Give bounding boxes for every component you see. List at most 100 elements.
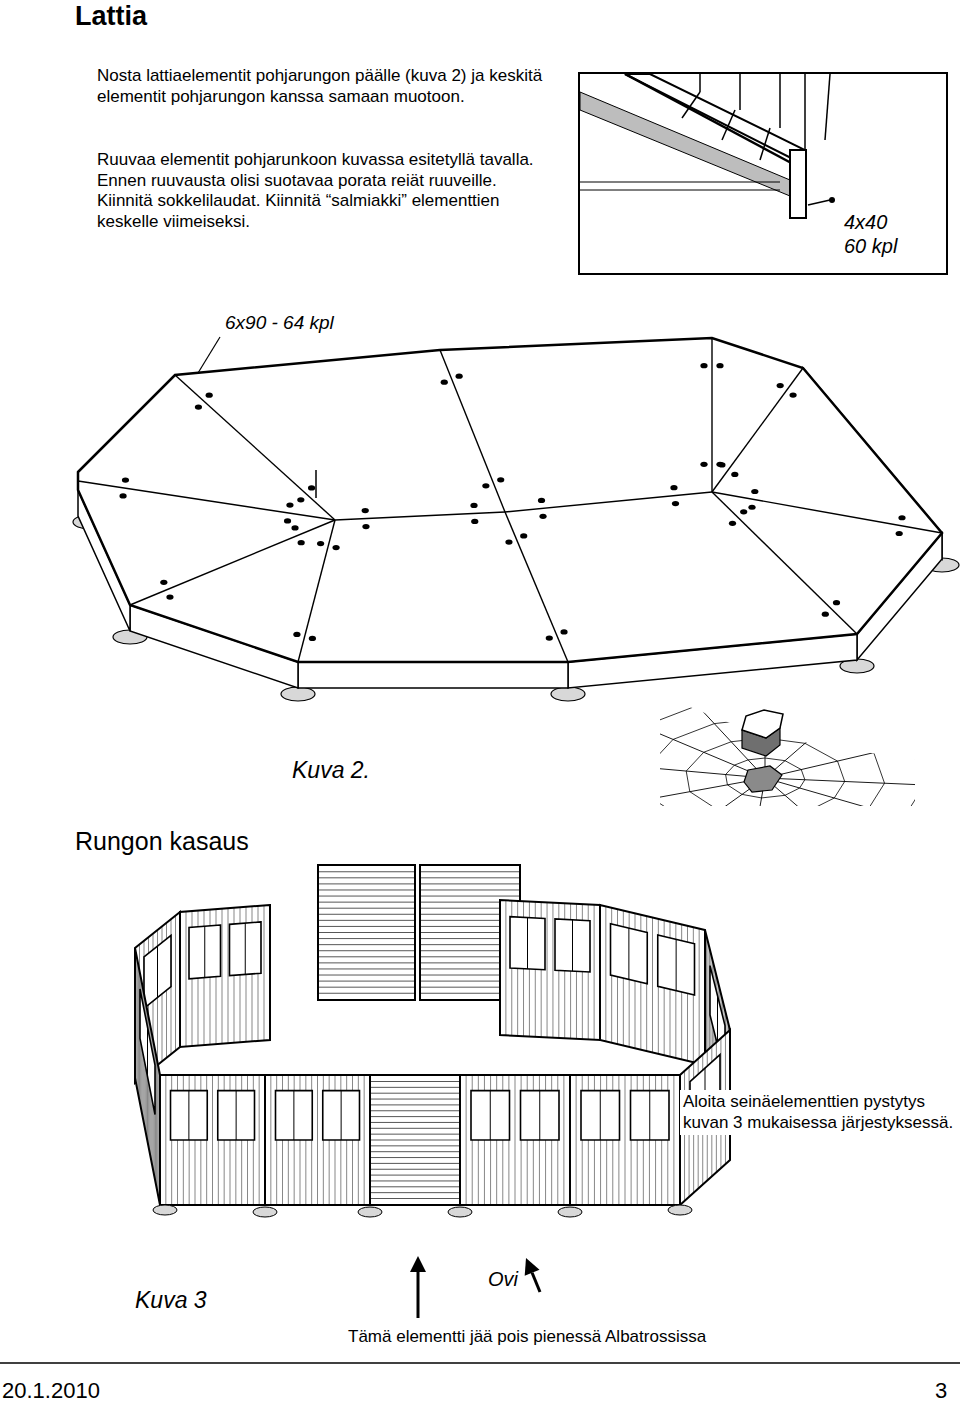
foot bbox=[551, 687, 585, 701]
louver-slat bbox=[318, 920, 415, 921]
foot bbox=[153, 1205, 177, 1215]
board-edge bbox=[739, 74, 741, 110]
louver-slat bbox=[318, 914, 415, 915]
text-label: Ruuvaa elementit pohjarunkoon kuvassa es… bbox=[97, 150, 547, 233]
ground-strip bbox=[580, 92, 790, 196]
screw-detail bbox=[580, 74, 835, 218]
louver-slat bbox=[370, 1180, 460, 1181]
louver-slat bbox=[370, 1175, 460, 1176]
board-stripe bbox=[157, 1063, 158, 1193]
board-stripe bbox=[625, 1075, 626, 1205]
window bbox=[631, 1091, 670, 1140]
louver-slat bbox=[318, 932, 415, 933]
wall-outline bbox=[570, 1075, 680, 1205]
wall-outline bbox=[318, 865, 415, 1000]
louver-slat bbox=[318, 981, 415, 982]
center-piece-detail bbox=[548, 668, 960, 888]
foot bbox=[281, 687, 315, 701]
detail-inset-box: 4x40 60 kpl bbox=[578, 72, 948, 275]
wall-outline bbox=[180, 905, 270, 1047]
window-bar bbox=[572, 920, 573, 971]
wall-outline bbox=[135, 948, 160, 1205]
board-stripe bbox=[270, 1075, 271, 1205]
window bbox=[171, 1091, 208, 1140]
window-bar bbox=[188, 1091, 189, 1140]
web-ray bbox=[558, 778, 765, 816]
text-label: Kuva 3 bbox=[135, 1286, 207, 1314]
screw-dot bbox=[291, 525, 298, 530]
louver-slat bbox=[318, 926, 415, 927]
screw-dot bbox=[777, 383, 784, 388]
louver-slat bbox=[370, 1122, 460, 1123]
screw-dot bbox=[672, 501, 679, 506]
screw-dot bbox=[729, 521, 736, 526]
screw-dot bbox=[284, 518, 291, 523]
board-stripe bbox=[576, 1075, 577, 1205]
louver-slat bbox=[318, 993, 415, 994]
window bbox=[218, 1091, 255, 1140]
wall-element bbox=[600, 905, 705, 1065]
wall-outline bbox=[500, 900, 600, 1040]
wall-element bbox=[570, 1075, 680, 1205]
board-edge bbox=[779, 74, 781, 128]
floor-top bbox=[78, 338, 942, 662]
text-label: Ovi bbox=[488, 1267, 518, 1291]
screw-dot bbox=[293, 632, 300, 637]
wall-element bbox=[180, 905, 270, 1047]
screw-dot bbox=[670, 485, 677, 490]
screw-dot bbox=[539, 514, 546, 519]
window bbox=[276, 1091, 313, 1140]
window bbox=[323, 1091, 360, 1140]
louver-slat bbox=[370, 1110, 460, 1111]
board-stripe bbox=[505, 900, 506, 1035]
screw-dot bbox=[122, 478, 129, 483]
screw bbox=[808, 200, 830, 205]
louver-slat bbox=[318, 902, 415, 903]
foot bbox=[448, 1207, 472, 1217]
louver-slat bbox=[370, 1104, 460, 1105]
web-ray bbox=[765, 778, 956, 833]
board-stripe bbox=[706, 936, 707, 1066]
screw-dot bbox=[456, 374, 463, 379]
louver-slat bbox=[370, 1093, 460, 1094]
board-stripe bbox=[222, 909, 223, 1044]
screw-dot bbox=[482, 483, 489, 488]
web-ray bbox=[639, 778, 765, 868]
foot bbox=[253, 1207, 277, 1217]
window-bar bbox=[628, 928, 629, 979]
board-stripe bbox=[186, 912, 187, 1047]
window-bar bbox=[539, 1091, 540, 1140]
frame-edge bbox=[580, 190, 780, 191]
element-seam bbox=[440, 350, 505, 512]
window bbox=[471, 1091, 510, 1140]
wall-face bbox=[160, 1075, 265, 1205]
window-bar bbox=[527, 918, 528, 969]
screw-dot bbox=[195, 404, 202, 409]
wall-face bbox=[318, 865, 415, 1000]
element-seam bbox=[712, 492, 942, 533]
salmiakki-piece bbox=[742, 710, 783, 756]
louver-slat bbox=[370, 1198, 460, 1199]
board-edge bbox=[722, 110, 735, 140]
window-bar bbox=[204, 926, 205, 977]
pointer-arrow bbox=[417, 1272, 420, 1318]
louver-slat bbox=[318, 877, 415, 878]
louver-slat bbox=[318, 956, 415, 957]
screw-dot bbox=[362, 508, 369, 513]
louver-slat bbox=[370, 1134, 460, 1135]
element-seam bbox=[712, 492, 857, 634]
wall-face bbox=[460, 1075, 570, 1205]
window-bar bbox=[157, 946, 158, 997]
louver-slat bbox=[318, 871, 415, 872]
beam-edge bbox=[625, 74, 795, 165]
base-side bbox=[298, 662, 568, 688]
screw-dot bbox=[332, 545, 339, 550]
window-bar bbox=[147, 1027, 148, 1076]
wall-outline bbox=[460, 1075, 570, 1205]
louver-slat bbox=[370, 1116, 460, 1117]
wall-element bbox=[135, 948, 160, 1205]
wall-outline bbox=[600, 905, 705, 1065]
board-stripe bbox=[547, 902, 548, 1037]
board-stripe bbox=[156, 1058, 157, 1188]
web-ray bbox=[765, 732, 960, 778]
